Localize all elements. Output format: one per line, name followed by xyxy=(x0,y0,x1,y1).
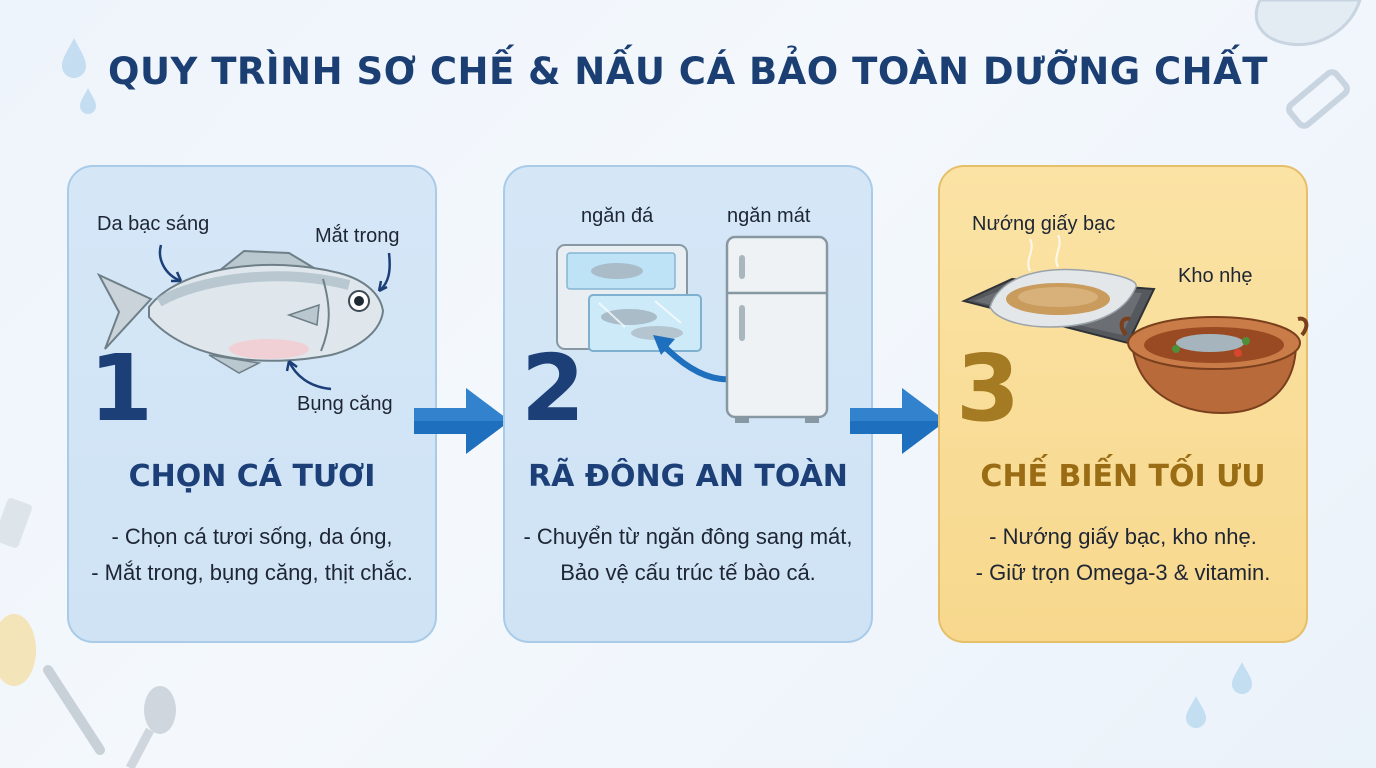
fish-icon xyxy=(96,244,391,391)
clay-pot-icon xyxy=(1119,316,1309,415)
step-title: RÃ ĐÔNG AN TOÀN xyxy=(528,459,848,494)
fridge-label: ngăn mát xyxy=(727,205,811,227)
fridge-icon xyxy=(725,235,829,423)
step-description-line: - Mắt trong, bụng căng, thịt chắc. xyxy=(91,560,413,585)
fish-label-belly: Bụng căng xyxy=(297,393,393,415)
step-card-3: Nướng giấy bạc Kho nhẹ 3 CHẾ BIẾN TỐI ƯU… xyxy=(938,165,1309,643)
page-title: QUY TRÌNH SƠ CHẾ & NẤU CÁ BẢO TOÀN DƯỠNG… xyxy=(108,50,1268,93)
step-description-line: - Chọn cá tươi sống, da óng, xyxy=(111,524,393,549)
step-description: - Nướng giấy bạc, kho nhẹ. - Giữ trọn Om… xyxy=(940,519,1306,591)
kitchen-utensil-icon xyxy=(0,614,176,768)
step-card-2: ngăn đá ngăn mát 2 RÃ ĐÔNG AN TOÀN - Chu… xyxy=(503,165,873,643)
step-card-1: Da bạc sáng Mắt trong Bụng căng 1 CHỌN C… xyxy=(67,165,437,643)
step-title: CHẾ BIẾN TỐI ƯU xyxy=(980,459,1266,494)
braise-label: Kho nhẹ xyxy=(1178,265,1253,287)
step-number: 3 xyxy=(956,335,1021,442)
freezer-icon xyxy=(556,244,760,383)
fish-label-eye: Mắt trong xyxy=(315,225,400,247)
step-number: 1 xyxy=(89,335,154,442)
step-description-line: - Nướng giấy bạc, kho nhẹ. xyxy=(989,524,1257,549)
water-drop-icon xyxy=(1186,662,1252,728)
kitchen-utensil-icon xyxy=(0,498,32,548)
water-drop-icon xyxy=(62,38,96,114)
arrow-right-icon xyxy=(850,388,946,454)
step-description: - Chọn cá tươi sống, da óng, - Mắt trong… xyxy=(69,519,435,591)
arrow-right-icon xyxy=(414,388,510,454)
step-number: 2 xyxy=(521,335,586,442)
step-description-line: - Chuyển từ ngăn đông sang mát, xyxy=(523,524,853,549)
grill-label: Nướng giấy bạc xyxy=(972,213,1116,235)
step-title: CHỌN CÁ TƯƠI xyxy=(128,459,376,494)
step-description-line: - Giữ trọn Omega-3 & vitamin. xyxy=(975,560,1271,585)
foil-tray-icon xyxy=(961,234,1156,345)
fish-label-skin: Da bạc sáng xyxy=(97,213,210,235)
freezer-label: ngăn đá xyxy=(581,205,654,227)
kitchen-utensil-icon xyxy=(1254,0,1362,129)
step-description-line: Bảo vệ cấu trúc tế bào cá. xyxy=(560,560,816,585)
step-description: - Chuyển từ ngăn đông sang mát, Bảo vệ c… xyxy=(505,519,871,591)
